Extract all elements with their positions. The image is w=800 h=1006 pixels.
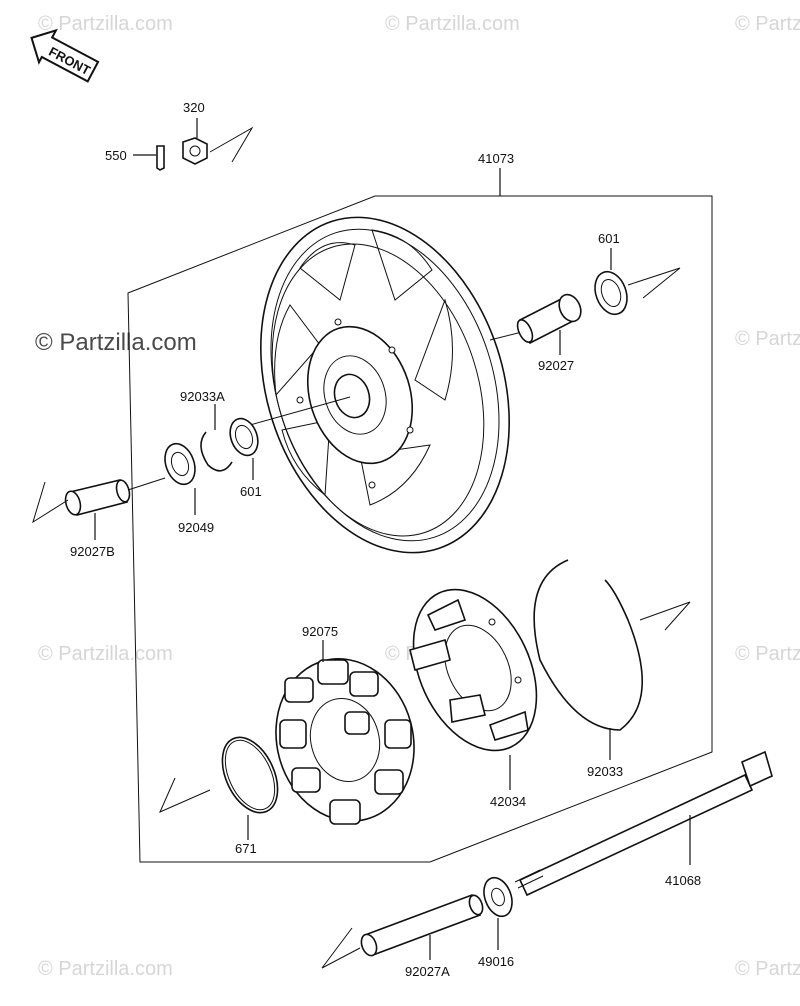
coupling-42034 [409, 588, 538, 752]
bearing-601-mid [229, 417, 259, 457]
circlip-92033A [200, 431, 233, 472]
front-badge: FRONT [30, 28, 100, 83]
label-550: 550 [105, 148, 127, 163]
watermark: © Partzilla.com [38, 13, 173, 35]
label-601-top: 601 [598, 231, 620, 246]
axle-41068 [514, 750, 773, 897]
label-41073: 41073 [478, 151, 514, 166]
watermark: © Partzilla.com [38, 958, 173, 980]
label-320: 320 [183, 100, 205, 115]
washer-49016 [483, 876, 513, 918]
snap-ring-92033 [533, 559, 643, 731]
label-92027A: 92027A [405, 964, 450, 979]
label-49016: 49016 [478, 954, 514, 969]
label-41068: 41068 [665, 873, 701, 888]
watermark-layer: © Partzilla.com © Partzilla.com © Partzi… [35, 13, 800, 980]
label-92033: 92033 [587, 764, 623, 779]
watermark: © Partzilla.com [38, 643, 173, 665]
label-42034: 42034 [490, 794, 526, 809]
wheel-rim [260, 216, 510, 554]
watermark: © Partzilla.com [735, 958, 800, 980]
label-601-mid: 601 [240, 484, 262, 499]
collar-92027B [64, 479, 131, 516]
label-92027B: 92027B [70, 544, 115, 559]
label-92075: 92075 [302, 624, 338, 639]
o-ring-671 [221, 736, 279, 814]
label-671: 671 [235, 841, 257, 856]
oil-seal-92049 [164, 442, 196, 486]
cotter-pin [156, 145, 165, 171]
axle-nut [182, 137, 208, 165]
damper-92075 [275, 658, 415, 825]
watermark: © Partzilla.com [385, 13, 520, 35]
assembly-outline [127, 195, 713, 863]
watermark-main: © Partzilla.com [35, 329, 197, 356]
watermark: © Partzilla.com [735, 328, 800, 350]
watermark: © Partzilla.com [735, 643, 800, 665]
bearing-601-top [594, 270, 628, 316]
sleeve-92027A [360, 893, 484, 957]
label-92033A: 92033A [180, 389, 225, 404]
sleeve-92027 [516, 293, 582, 345]
watermark: © Partzilla.com [735, 13, 800, 35]
label-92027: 92027 [538, 358, 574, 373]
label-92049: 92049 [178, 520, 214, 535]
